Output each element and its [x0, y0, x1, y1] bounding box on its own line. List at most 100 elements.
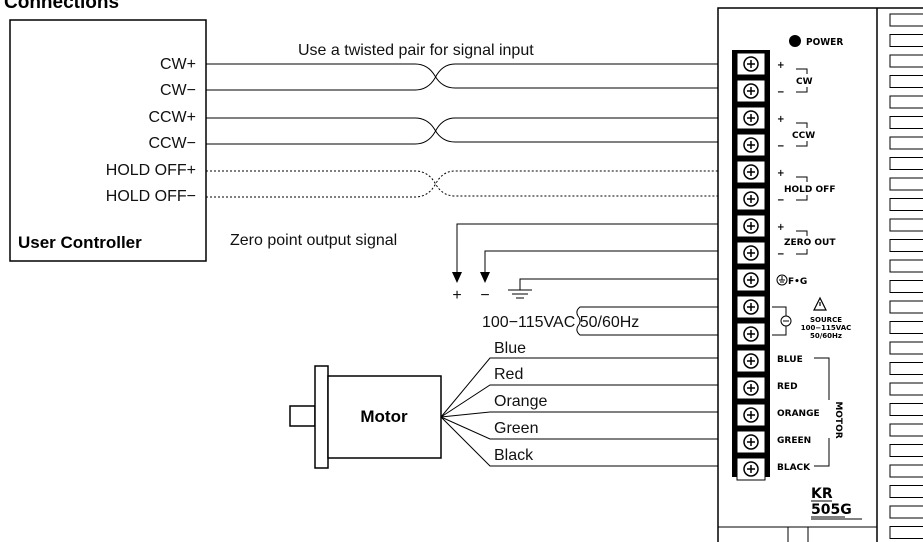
screw-slot-15	[747, 438, 755, 446]
terminal-black: BLACK	[777, 463, 811, 473]
heatsink-fin	[889, 259, 923, 273]
wire-red	[440, 384, 738, 418]
heatsink-fin	[889, 403, 923, 416]
output-hold-off-plus: HOLD OFF+	[106, 162, 196, 179]
heatsink-fin	[889, 464, 923, 478]
heatsink-fin	[889, 95, 923, 109]
svg-text:+: +	[777, 222, 785, 233]
model-line-2: 505G	[811, 502, 852, 518]
motor-label: Motor	[360, 407, 408, 426]
heatsink-fin	[889, 34, 923, 47]
source-range: 100−115VAC	[801, 324, 852, 332]
wire-label-red: Red	[494, 366, 523, 383]
power-led-label: POWER	[806, 37, 843, 48]
heatsink-fin	[889, 198, 923, 211]
terminal-orange: ORANGE	[777, 409, 820, 419]
heatsink-fin	[889, 54, 923, 68]
heatsink-fin	[889, 526, 923, 539]
screw-slot-4	[747, 141, 755, 149]
wire-ccw-minus	[206, 117, 738, 145]
wire-label-green: Green	[494, 420, 538, 437]
group-brackets	[772, 68, 830, 467]
group-motor: MOTOR	[833, 401, 843, 438]
wire-hold-off-minus	[206, 170, 738, 198]
wire-black	[440, 416, 738, 467]
screw-slot-16	[747, 465, 755, 473]
power-supply-label: 100−115VAC 50/60Hz	[482, 314, 639, 331]
group-hold-off: HOLD OFF	[784, 185, 835, 195]
zero-minus-sign: −	[480, 287, 489, 304]
screw-slot-3	[747, 114, 755, 122]
wire-green	[440, 416, 738, 440]
user-controller-label: User Controller	[18, 233, 142, 252]
wire-label-black: Black	[494, 447, 534, 464]
twisted-pair-note: Use a twisted pair for signal input	[298, 42, 534, 59]
zero-plus-arrow	[452, 272, 462, 283]
heatsink-fin	[889, 177, 923, 191]
output-cw-minus: CW−	[160, 82, 196, 99]
output-ccw-minus: CCW−	[148, 135, 196, 152]
ac-supply-wires	[576, 306, 738, 336]
heatsink-fin	[889, 300, 923, 314]
heatsink-fin	[889, 485, 923, 498]
heatsink-fin	[889, 423, 923, 437]
zero-minus-arrow	[480, 272, 490, 283]
heatsink-fin	[889, 341, 923, 355]
screw-slot-11	[747, 330, 755, 338]
heatsink-fin	[889, 382, 923, 396]
heatsink-fin	[889, 505, 923, 519]
heatsink-fin	[889, 75, 923, 88]
heatsink-fin	[889, 362, 923, 375]
heatsink-fin	[889, 136, 923, 150]
screw-slot-14	[747, 411, 755, 419]
heatsink-fin	[889, 321, 923, 334]
wire-cw-minus	[206, 63, 738, 91]
connections-title: Connections	[4, 0, 119, 13]
source-freq: 50/60Hz	[810, 332, 842, 340]
wire-ccw-plus	[206, 117, 738, 143]
motor-body	[289, 365, 442, 469]
screw-slot-13	[747, 384, 755, 392]
group-cw: CW	[796, 77, 813, 87]
output-hold-off-minus: HOLD OFF−	[106, 188, 196, 205]
heatsink-fin	[889, 444, 923, 457]
group-zero-out: ZERO OUT	[784, 238, 836, 248]
source-title: SOURCE	[810, 316, 842, 324]
zero-point-label: Zero point output signal	[230, 232, 397, 249]
wire-orange	[440, 411, 738, 418]
group-ccw: CCW	[792, 131, 815, 141]
heatsink-fins	[889, 13, 923, 539]
wire-label-orange: Orange	[494, 393, 547, 410]
heatsink-fin	[889, 13, 923, 27]
terminal-red: RED	[777, 382, 798, 392]
motor-wires	[440, 357, 738, 467]
user-controller-box	[9, 19, 207, 262]
screw-slot-2	[747, 87, 755, 95]
terminal-green: GREEN	[777, 436, 811, 446]
zero-out-wires	[456, 223, 738, 272]
svg-text:+: +	[777, 114, 785, 125]
output-ccw-plus: CCW+	[148, 109, 196, 126]
svg-text:−: −	[777, 87, 785, 98]
wire-cw-plus	[206, 63, 738, 89]
screw-slot-10	[747, 303, 755, 311]
heatsink-fin	[889, 239, 923, 252]
screw-slot-9	[747, 276, 755, 284]
svg-text:−: −	[777, 141, 785, 152]
heatsink-fin	[889, 116, 923, 129]
terminal-labels: + − CW + − CCW + − HOLD OFF + − ZERO OUT…	[777, 60, 851, 473]
svg-text:−: −	[777, 195, 785, 206]
heatsink-fin	[889, 157, 923, 170]
screw-slot-12	[747, 357, 755, 365]
group-fg: F•G	[788, 277, 807, 287]
fg-ground-icon	[776, 274, 788, 286]
screw-slot-6	[747, 195, 755, 203]
screw-slot-5	[747, 168, 755, 176]
screw-slot-8	[747, 249, 755, 257]
wire-label-blue: Blue	[494, 340, 526, 357]
screw-slot-1	[747, 60, 755, 68]
screw-slot-7	[747, 222, 755, 230]
fg-ground	[508, 278, 738, 299]
svg-text:+: +	[777, 60, 785, 71]
